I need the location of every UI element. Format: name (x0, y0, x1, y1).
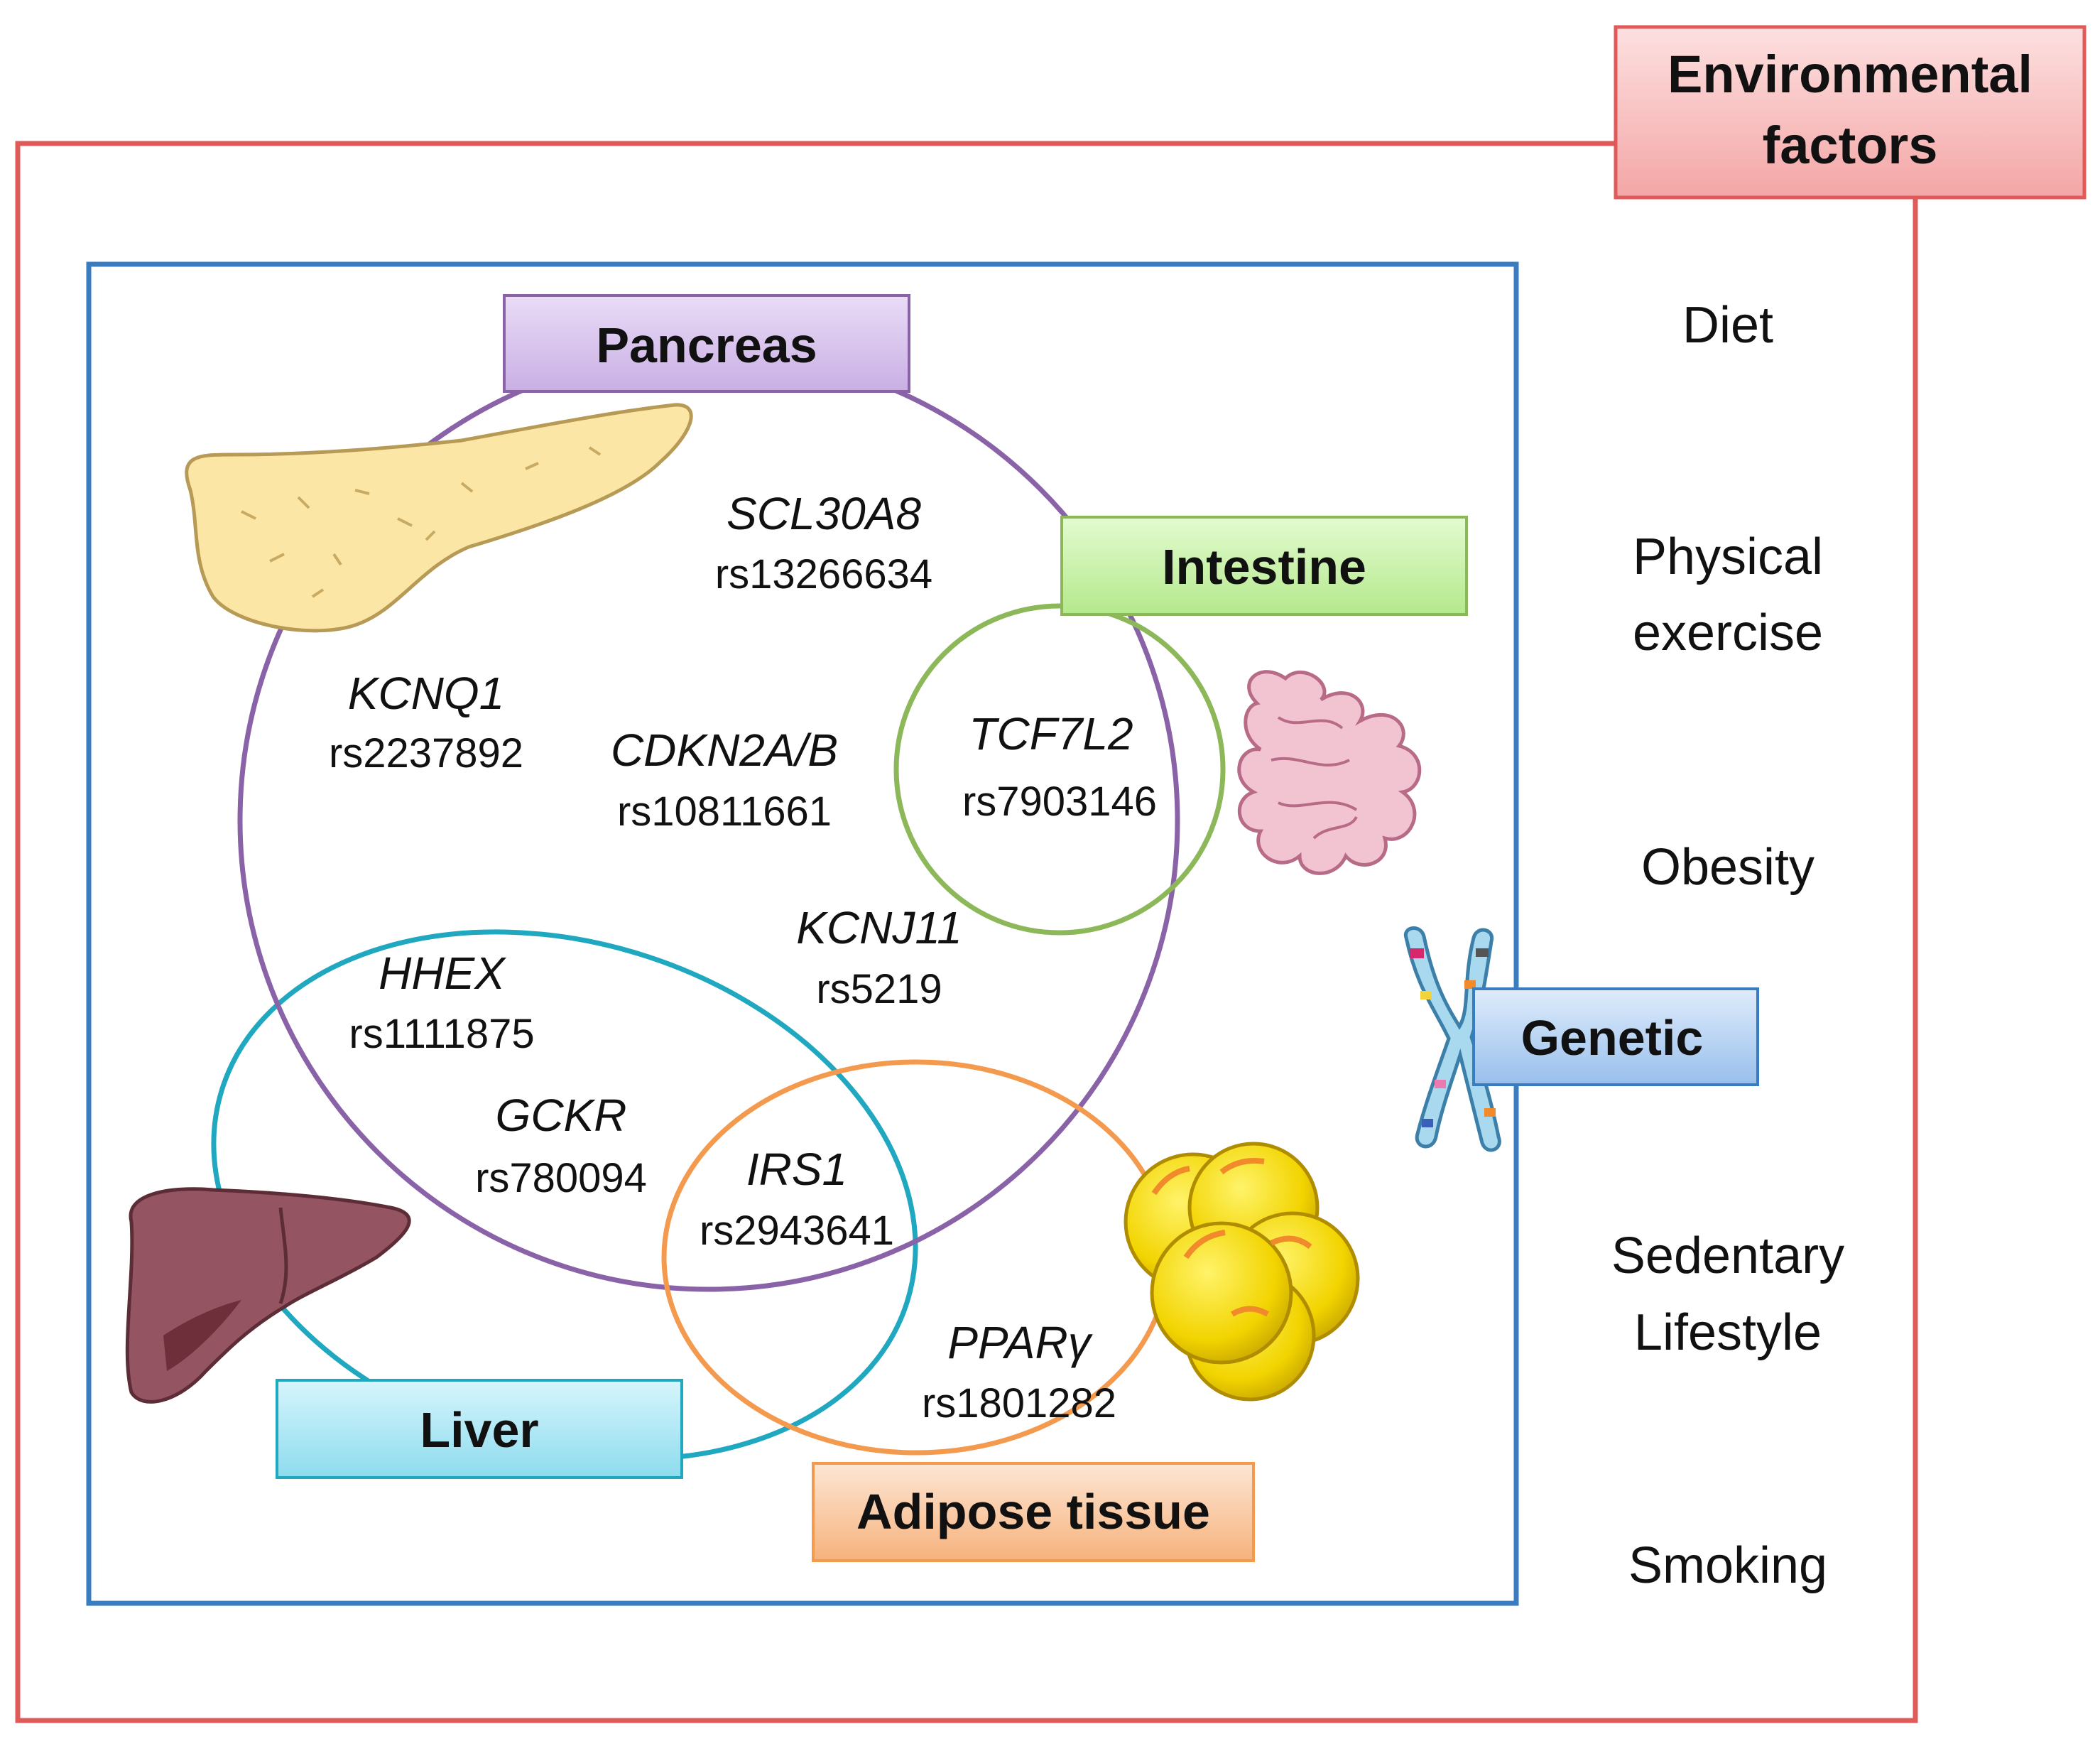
gene-pparg: PPARγ (947, 1317, 1094, 1368)
environmental-factor-list: Diet Physical exercise Obesity Sedentary… (1611, 297, 1844, 1594)
gene-cdkn2ab: CDKN2A/B (611, 725, 838, 776)
gene-kcnq1: KCNQ1 (348, 668, 505, 719)
adipose-icon (1124, 1142, 1360, 1402)
factor-physical-line1: Physical (1633, 529, 1823, 585)
adipose-label: Adipose tissue (856, 1484, 1210, 1539)
pancreas-label-box: Pancreas (503, 294, 910, 393)
genetic-label: Genetic (1521, 1010, 1704, 1066)
gene-labels: SCL30A8 rs13266634 KCNQ1 rs2237892 CDKN2… (329, 488, 1157, 1426)
liver-label-box: Liver (276, 1379, 683, 1479)
genetic-border (86, 261, 1519, 1606)
snp-hhex: rs1111875 (349, 1011, 534, 1057)
environmental-factors-box: Environmental factors (1614, 25, 2087, 200)
factor-obesity: Obesity (1641, 839, 1815, 896)
gene-gckr: GCKR (496, 1090, 627, 1141)
adipose-label-box: Adipose tissue (812, 1462, 1255, 1562)
chromosome-icon (1403, 926, 1501, 1152)
factor-smoking: Smoking (1628, 1537, 1827, 1594)
liver-label: Liver (420, 1402, 538, 1458)
snp-irs1: rs2943641 (700, 1208, 894, 1254)
intestine-label-box: Intestine (1060, 516, 1468, 616)
environmental-title-line2: factors (1763, 116, 1938, 175)
gene-kcnj11: KCNJ11 (796, 902, 962, 953)
snp-pparg: rs1801282 (922, 1380, 1116, 1426)
intestine-circle (893, 603, 1226, 936)
factor-sedentary-line2: Lifestyle (1634, 1304, 1822, 1361)
pancreas-label: Pancreas (596, 318, 817, 373)
factor-physical-line2: exercise (1633, 605, 1823, 661)
gene-hhex: HHEX (379, 948, 506, 999)
snp-kcnq1: rs2237892 (329, 730, 523, 776)
snp-cdkn2ab: rs10811661 (617, 789, 832, 835)
intestine-label: Intestine (1162, 539, 1366, 595)
snp-gckr: rs780094 (475, 1155, 647, 1201)
intestine-icon (1237, 670, 1422, 875)
pancreas-icon (185, 403, 693, 633)
gene-irs1: IRS1 (746, 1144, 847, 1195)
gene-scl30a8: SCL30A8 (727, 488, 921, 539)
factor-sedentary-line1: Sedentary (1611, 1228, 1844, 1284)
environmental-border (15, 141, 1918, 1723)
snp-tcf7l2: rs7903146 (962, 779, 1157, 825)
snp-scl30a8: rs13266634 (715, 551, 932, 597)
snp-kcnj11: rs5219 (816, 966, 942, 1012)
environmental-title-line1: Environmental (1668, 45, 2033, 104)
gene-tcf7l2: TCF7L2 (969, 708, 1133, 759)
genetic-label-box: Genetic (1472, 987, 1759, 1086)
factor-diet: Diet (1682, 297, 1773, 354)
liver-icon (125, 1187, 411, 1404)
